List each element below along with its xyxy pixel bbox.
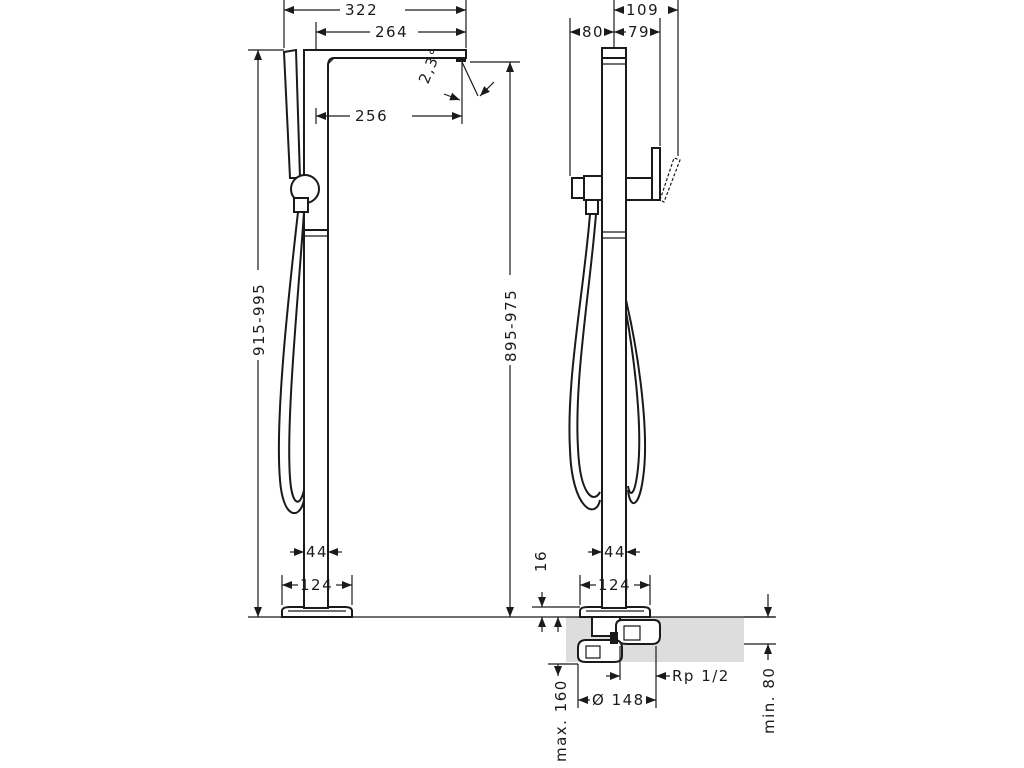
dim-base-diameter-side: 124 xyxy=(598,576,631,594)
side-base-plate xyxy=(579,606,651,618)
dim-base-height: 16 xyxy=(532,550,550,572)
spout xyxy=(303,49,467,231)
dim-pipe-diameter-side: 44 xyxy=(604,543,626,561)
lever-handle xyxy=(651,147,661,201)
dim-height-spout: 895-975 xyxy=(502,289,520,362)
lever-open-position xyxy=(659,157,681,203)
lever-body xyxy=(625,177,655,201)
mounting-body xyxy=(577,616,661,663)
dim-offset-right: 79 xyxy=(628,23,650,41)
front-view: 322 264 256 2,3° 915-995 895-975 44 xyxy=(248,0,530,618)
hose xyxy=(277,211,305,515)
hand-shower xyxy=(282,48,302,179)
dim-spout-reach: 256 xyxy=(355,107,388,125)
side-holder-knob xyxy=(571,177,585,199)
dim-pipe-diameter-front: 44 xyxy=(306,543,328,561)
dim-flange-diameter: Ø 148 xyxy=(592,691,645,709)
dim-base-diameter-front: 124 xyxy=(300,576,333,594)
dim-height-total: 915-995 xyxy=(250,283,268,356)
dim-offset-left: 80 xyxy=(582,23,604,41)
base-plate xyxy=(281,606,353,618)
dim-max-depth: max. 160 xyxy=(552,679,570,762)
dim-lever-reach: 109 xyxy=(626,1,659,19)
dim-connection: Rp 1/2 xyxy=(672,667,730,685)
side-column xyxy=(601,55,627,609)
side-hose xyxy=(568,213,601,511)
dim-spout-length: 264 xyxy=(375,23,408,41)
dim-width-top: 322 xyxy=(345,1,378,19)
side-view: 80 79 109 44 124 16 xyxy=(530,0,778,762)
dim-min-depth: min. 80 xyxy=(760,667,778,734)
